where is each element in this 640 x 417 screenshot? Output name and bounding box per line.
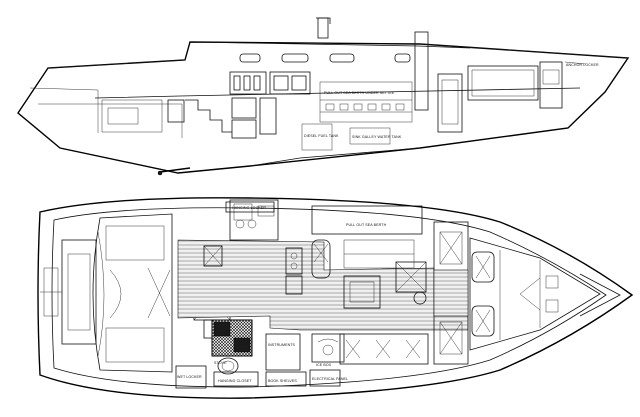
aft-berth: [92, 213, 173, 373]
profile-hull: [17, 41, 630, 174]
bow-anchor-locker: [579, 273, 621, 317]
wet-locker-label: WET LOCKER: [177, 375, 202, 379]
pull-out-sea-berth-label: PULL OUT SEA BERTH: [346, 223, 387, 227]
quarter-berth-box: [203, 245, 223, 267]
settee: [319, 81, 413, 123]
electrical-panel-label: ELECTRICAL PANEL: [312, 377, 348, 381]
port-light: [394, 53, 411, 63]
profile-view: PULL OUT SEA BERTH UNDER SETTEE SINK GAL…: [17, 17, 630, 176]
plan-view: STOVE INSTRUMENTS ICE BOX HANGING CLOSET…: [37, 197, 634, 399]
fuel-tank-label: DIESEL FUEL TANK: [304, 134, 339, 138]
wet-locker: [175, 365, 207, 389]
forward-sole: [433, 269, 469, 317]
aft-berth-cushion: [105, 225, 165, 261]
plan-hull: [37, 197, 634, 399]
v-berth: [469, 237, 601, 351]
instruments-label: INSTRUMENTS: [268, 343, 296, 347]
galley: [229, 199, 303, 295]
profile-cabin-sole: [94, 87, 581, 99]
galley-cabinets: [229, 71, 311, 139]
profile-cabin-roof: [189, 41, 471, 49]
pull-out-berth-label: PULL OUT SEA BERTH UNDER SETTEE: [324, 91, 395, 95]
port-light: [239, 53, 261, 63]
dorade-vent: [317, 17, 329, 39]
port-light: [281, 53, 309, 63]
hanging-locker-label: HANGING LOCKER: [232, 206, 266, 210]
cockpit: [40, 231, 105, 357]
v-berth-cabinet: [437, 73, 463, 133]
hanging-locker: [225, 201, 275, 213]
profile-keel: [249, 147, 421, 167]
toilet: [217, 357, 239, 375]
water-tank: [349, 127, 391, 145]
ice-box: [311, 333, 345, 363]
anchor-locker-label: ANCHOR LOCKER: [566, 63, 599, 67]
hanging-closet: [213, 371, 259, 387]
stove-label: STOVE: [214, 361, 227, 365]
book-shelves-label: BOOK SHELVES: [268, 379, 297, 383]
instruments-panel: [265, 333, 301, 371]
water-tank-label: SINK GALLEY WATER TANK: [352, 135, 402, 139]
mast-step: [413, 291, 427, 305]
plan-deck-line: [51, 207, 607, 388]
fuel-tank: [301, 123, 333, 151]
electrical-panel: [309, 369, 341, 387]
ice-box-label: ICE BOX: [316, 363, 332, 367]
hanging-closet-label: HANGING CLOSET: [218, 379, 252, 383]
aft-cabin-berth: [101, 99, 163, 133]
saloon: [311, 205, 429, 365]
mast-partner: [414, 31, 429, 111]
profile-deck-line: [47, 43, 629, 69]
companionway-steps: [185, 99, 232, 133]
saloon-table: [343, 275, 381, 309]
port-light: [329, 53, 355, 63]
cabin-sole: [177, 239, 469, 331]
book-shelves: [265, 371, 307, 387]
anchor-locker-box: [539, 61, 563, 109]
profile-rudder: [159, 167, 191, 173]
